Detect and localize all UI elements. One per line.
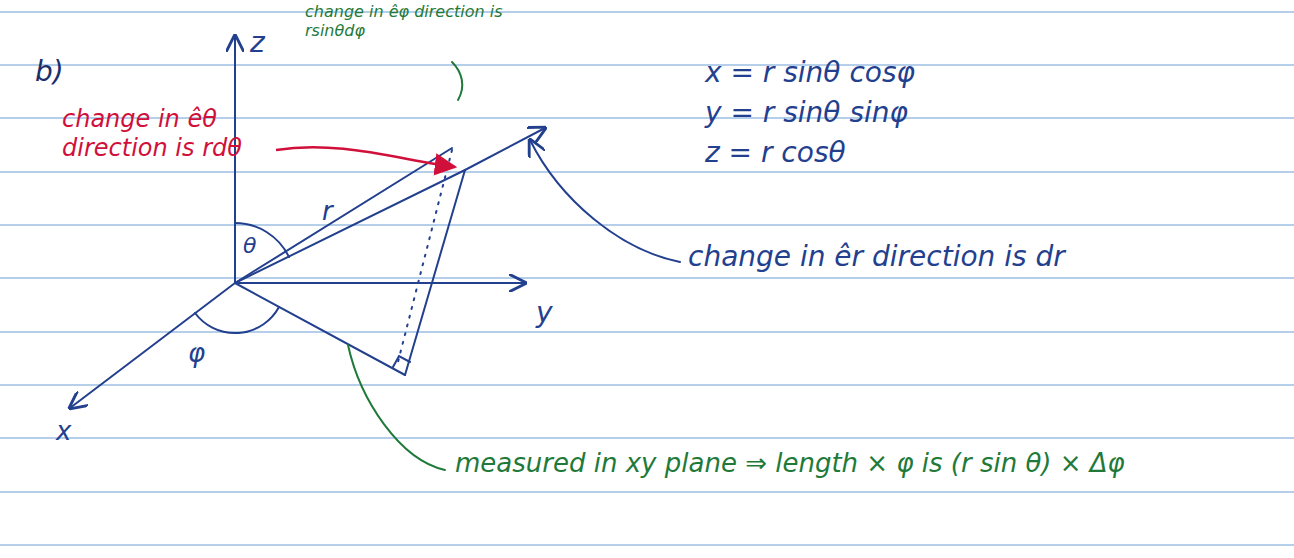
note-text: change in êθ direction is rdθ — [62, 105, 267, 163]
axis-label: y — [536, 296, 553, 330]
angle-label: θ — [243, 233, 256, 259]
note-text: change in êφ direction is rsinθdφ — [305, 2, 535, 40]
equation: x = r sinθ cosφ — [705, 56, 915, 90]
note-text: measured in xy plane ⇒ length × φ is (r … — [455, 448, 1155, 479]
part-label: b) — [35, 55, 64, 89]
ruled-lines — [0, 12, 1294, 545]
angle-label: φ — [188, 338, 205, 369]
note-text: change in êr direction is dr — [688, 240, 1065, 274]
green-leaders — [348, 62, 462, 470]
equation: y = r sinθ sinφ — [705, 96, 908, 130]
vector-label: r — [322, 196, 333, 227]
equation: z = r cosθ — [705, 136, 846, 170]
theta-change-arrow — [276, 147, 455, 167]
axes — [70, 36, 525, 408]
vectors — [195, 128, 680, 375]
axis-label: x — [56, 416, 71, 447]
axis-label: z — [250, 26, 265, 60]
